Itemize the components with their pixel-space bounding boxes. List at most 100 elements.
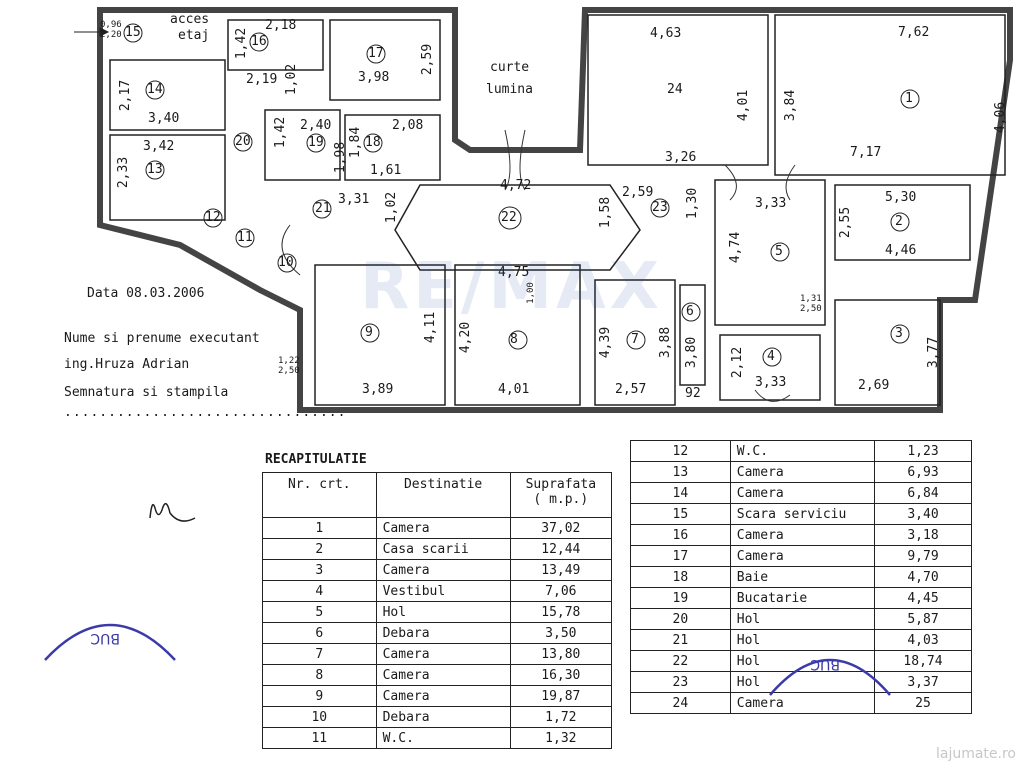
row-nr: 6 <box>262 622 377 644</box>
floor-label: etaj <box>178 28 210 43</box>
room-6-number: 6 <box>686 304 694 319</box>
room-7-dim-a: 2,57 <box>615 382 647 397</box>
room-18-number: 18 <box>365 135 381 150</box>
row-nr: 1 <box>262 517 377 539</box>
row-dest: Camera <box>729 524 876 546</box>
row-nr: 13 <box>630 461 731 483</box>
row-dest: Camera <box>729 692 876 714</box>
room-8-dim-b: 4,20 <box>458 321 474 354</box>
room-22-dim-c: 1,58 <box>598 196 614 229</box>
handwritten-signature <box>149 503 196 522</box>
row-dest: Vestibul <box>375 580 511 602</box>
dim-122: 1,22 <box>278 356 300 366</box>
room-24-dim-b: 3,26 <box>665 150 697 165</box>
room-13-number: 13 <box>147 162 163 177</box>
row-surf: 4,03 <box>874 629 972 651</box>
row-dest: Hol <box>729 650 876 672</box>
room-3-dim-a: 2,69 <box>858 378 890 393</box>
row-surf: 15,78 <box>509 601 613 623</box>
room-24-dim-c: 4,01 <box>736 89 752 122</box>
room-16-number: 16 <box>251 34 267 49</box>
room-8-number: 8 <box>510 332 518 347</box>
dim-219: 2,19 <box>246 72 278 87</box>
row-nr: 5 <box>262 601 377 623</box>
executor-label: Nume si prenume executant <box>64 331 260 346</box>
dim-250: 2,50 <box>278 366 300 376</box>
room-5-dim-b: 4,74 <box>728 231 744 264</box>
room-16-dim-a: 2,18 <box>265 18 297 33</box>
row-surf: 6,93 <box>874 461 972 483</box>
row-nr: 20 <box>630 608 731 630</box>
room-14-dim-b: 2,17 <box>118 79 134 112</box>
row-surf: 3,18 <box>874 524 972 546</box>
row-surf: 16,30 <box>509 664 613 686</box>
row-dest: Scara serviciu <box>729 503 876 525</box>
room-23-dim-a: 2,59 <box>622 185 654 200</box>
dim-250b: 2,50 <box>800 304 822 314</box>
row-dest: Camera <box>375 685 511 707</box>
room-7-number: 7 <box>631 332 639 347</box>
row-nr: 11 <box>262 727 377 749</box>
stamp-right-text: BUC <box>810 656 840 672</box>
row-nr: 18 <box>630 566 731 588</box>
row-dest: Baie <box>729 566 876 588</box>
row-surf: 37,02 <box>509 517 613 539</box>
row-surf: 13,49 <box>509 559 613 581</box>
row-nr: 21 <box>630 629 731 651</box>
date-text: Data 08.03.2006 <box>87 286 205 301</box>
room-17-dim-b: 2,59 <box>420 43 436 76</box>
room-4-dim-b: 2,12 <box>730 346 746 379</box>
row-nr: 19 <box>630 587 731 609</box>
room-20-number: 20 <box>235 134 251 149</box>
stamp-right: BUC <box>769 656 891 696</box>
room-5-number: 5 <box>775 244 783 259</box>
room-2-dim-b: 4,46 <box>885 243 917 258</box>
room-3-dim-b: 3,77 <box>926 336 942 369</box>
room-19-dim-a: 2,40 <box>300 118 332 133</box>
room-2-dim-a: 5,30 <box>885 190 917 205</box>
row-nr: 9 <box>262 685 377 707</box>
courtyard-label: curte <box>490 60 530 75</box>
room-18-dim-c: 1,84 <box>348 126 364 159</box>
row-surf: 1,23 <box>874 440 972 462</box>
room-9-number: 9 <box>365 325 373 340</box>
row-surf: 5,87 <box>874 608 972 630</box>
row-nr: 12 <box>630 440 731 462</box>
room-14-dim-a: 3,40 <box>148 111 180 126</box>
row-dest: Camera <box>729 461 876 483</box>
row-dest: Camera <box>729 545 876 567</box>
room-17-dim-a: 3,98 <box>358 70 390 85</box>
room-4-number: 4 <box>767 349 775 364</box>
remax-watermark: RE/MAX <box>360 250 663 324</box>
entry-arrow <box>74 27 110 37</box>
room-17-number: 17 <box>368 46 384 61</box>
row-surf: 4,45 <box>874 587 972 609</box>
row-dest: Camera <box>375 559 511 581</box>
room-6-dim-a: 3,80 <box>684 336 700 369</box>
table-header: Nr. crt. Destinatie Suprafata ( m.p.) <box>262 472 613 518</box>
row-surf: 9,79 <box>874 545 972 567</box>
room-18-dim-b: 1,61 <box>370 163 402 178</box>
room-7-dim-b: 4,39 <box>598 326 614 359</box>
row-surf: 1,72 <box>509 706 613 728</box>
room-21-dim-a: 3,31 <box>338 192 370 207</box>
header-surface: Suprafata ( m.p.) <box>509 472 613 518</box>
plan-walls <box>97 7 1013 413</box>
room-23-dim-b: 1,30 <box>685 187 701 220</box>
room-19-dim-b: 1,42 <box>273 116 289 149</box>
room-1-dim-c: 4,06 <box>993 101 1009 134</box>
